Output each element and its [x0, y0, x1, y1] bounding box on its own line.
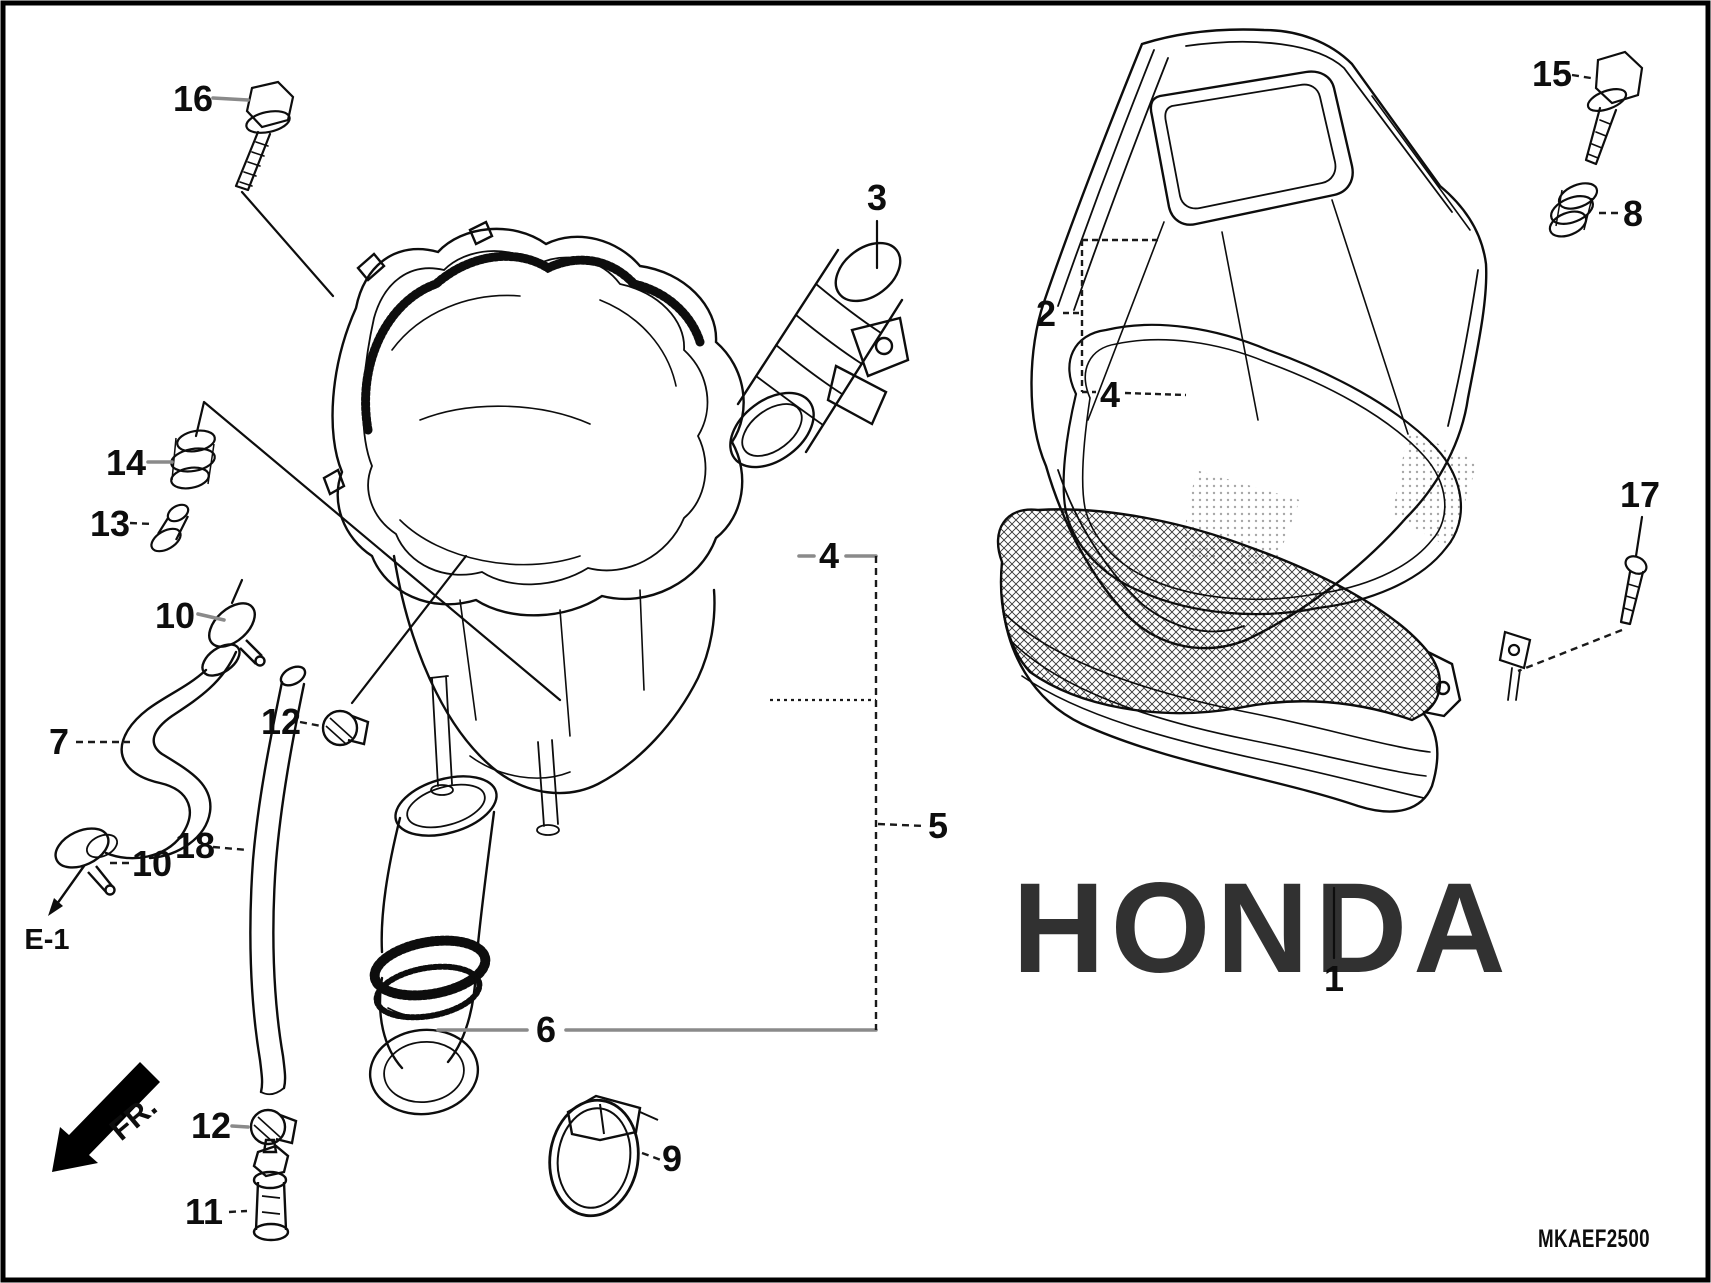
front-direction-arrow: [52, 1062, 160, 1172]
callout-2[interactable]: 2: [1036, 293, 1056, 334]
honda-watermark: HONDA: [1012, 857, 1511, 1000]
bolt-15: [1584, 50, 1644, 166]
clip-13: [150, 503, 190, 553]
callout-12-lower[interactable]: 12: [191, 1105, 231, 1146]
drain-hose-7: [85, 643, 241, 860]
callout-6[interactable]: 6: [536, 1009, 556, 1050]
band-clamp-9: [548, 1094, 659, 1218]
hose-clamp-10-upper: [208, 602, 266, 667]
leader-lines-solid-gray: [146, 96, 878, 1129]
breather-tube-18: [249, 665, 307, 1096]
hose-clamp-10-lower: [54, 827, 116, 896]
callout-16[interactable]: 16: [173, 78, 213, 119]
frame-ref-arrow: [48, 864, 86, 916]
callout-4-left[interactable]: 4: [819, 535, 839, 576]
callout-5[interactable]: 5: [928, 805, 948, 846]
callout-13[interactable]: 13: [90, 503, 130, 544]
air-cleaner-case-assembly: [322, 220, 745, 836]
callout-3[interactable]: 3: [867, 177, 887, 218]
tube-clip-12-upper: [321, 709, 370, 747]
callout-18[interactable]: 18: [175, 825, 215, 866]
air-cleaner-element: [996, 508, 1462, 813]
screw-17: [1619, 555, 1648, 626]
callout-11[interactable]: 11: [185, 1191, 223, 1232]
intake-funnel: [368, 775, 498, 1116]
grommet-14: [170, 429, 216, 490]
callout-9[interactable]: 9: [662, 1138, 682, 1179]
callout-bracket-left: [770, 556, 878, 1030]
diagram-code: MKAEF2500: [1538, 1225, 1650, 1253]
callout-4-right[interactable]: 4: [1100, 374, 1120, 415]
leader-lines-dashed: [76, 73, 1623, 1214]
callout-10-lower[interactable]: 10: [132, 843, 172, 884]
callout-1[interactable]: 1: [1324, 958, 1344, 999]
bolt-16: [234, 80, 295, 192]
grommet-8: [1548, 182, 1599, 238]
callout-bracket-right: [1063, 238, 1187, 397]
callout-12-upper[interactable]: 12: [261, 701, 301, 742]
callout-10-upper[interactable]: 10: [155, 595, 195, 636]
callout-8[interactable]: 8: [1623, 193, 1643, 234]
connecting-duct: [729, 241, 910, 469]
leader-lines-solid-black: [194, 190, 1644, 960]
callout-7[interactable]: 7: [49, 721, 69, 762]
drain-joint-11: [252, 1138, 290, 1242]
callout-17[interactable]: 17: [1620, 474, 1660, 515]
tube-clip-12-lower: [249, 1108, 298, 1146]
callout-14[interactable]: 14: [106, 442, 146, 483]
callout-labels: 16 3 15 8 2 4 14 13 17 10 4 12 7 5 10 18…: [49, 53, 1660, 1232]
frame-ref-label[interactable]: E-1: [24, 924, 69, 956]
callout-15[interactable]: 15: [1532, 53, 1572, 94]
